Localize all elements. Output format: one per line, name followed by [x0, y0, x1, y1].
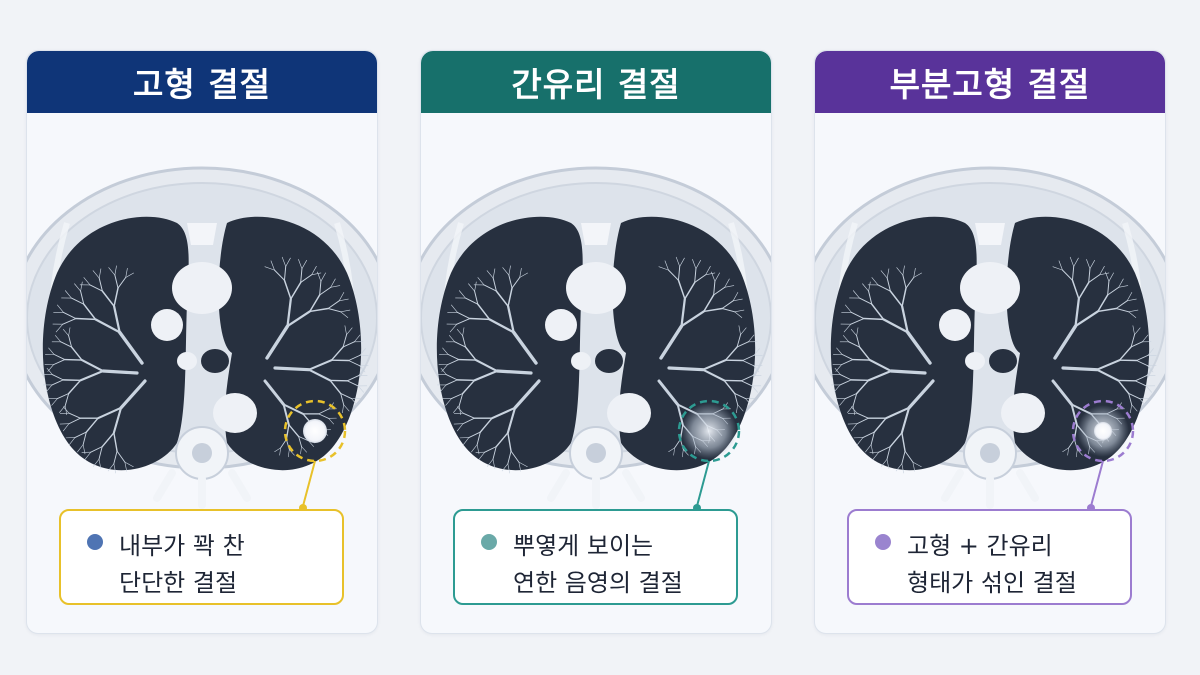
caption-line-1: 내부가 꽉 찬: [119, 532, 245, 560]
ct-scan-drawing: [815, 166, 1165, 512]
nodule-marker: [1071, 399, 1135, 463]
caption-box: 내부가 꽉 찬 단단한 결절: [59, 509, 344, 605]
caption-box: 뿌옇게 보이는 연한 음영의 결절: [453, 509, 738, 605]
mediastinum: [545, 223, 651, 433]
panel-solid-nodule: 고형 결절 내부가 꽉 찬 단단한 결절: [26, 50, 378, 634]
bullet-dot-icon: [87, 534, 103, 550]
lungs: [830, 216, 1150, 471]
panel-title: 간유리 결절: [421, 51, 771, 113]
leader-line: [693, 460, 710, 512]
spine: [153, 426, 251, 509]
ct-scan-drawing: [421, 166, 771, 512]
caption-line-2: 형태가 섞인 결절: [907, 569, 1077, 597]
ct-scan-image: [27, 113, 377, 633]
ct-scan-drawing: [27, 166, 377, 512]
ct-scan-image: [815, 113, 1165, 633]
panel-ground-glass-nodule: 간유리 결절 뿌옇게 보이는 연한 음영의 결절: [420, 50, 772, 634]
caption-line-2: 단단한 결절: [119, 569, 238, 597]
mediastinum: [939, 223, 1045, 433]
ct-scan-image: [421, 113, 771, 633]
leader-line: [1087, 460, 1104, 512]
caption-line-2: 연한 음영의 결절: [513, 569, 683, 597]
spine: [547, 426, 645, 509]
panel-part-solid-nodule: 부분고형 결절 고형 + 간유리 형태가 섞인 결절: [814, 50, 1166, 634]
lung-vessels: [43, 256, 369, 474]
panel-title: 고형 결절: [27, 51, 377, 113]
mediastinum: [151, 223, 257, 433]
bullet-dot-icon: [481, 534, 497, 550]
caption-line-1: 뿌옇게 보이는: [513, 532, 654, 560]
nodule-marker: [677, 399, 741, 463]
spine: [941, 426, 1039, 509]
panel-title: 부분고형 결절: [815, 51, 1165, 113]
lung-vessels: [831, 256, 1157, 474]
nodule-marker: [283, 399, 347, 463]
caption-line-1: 고형 + 간유리: [907, 532, 1053, 560]
leader-line: [299, 460, 316, 512]
bullet-dot-icon: [875, 534, 891, 550]
caption-box: 고형 + 간유리 형태가 섞인 결절: [847, 509, 1132, 605]
